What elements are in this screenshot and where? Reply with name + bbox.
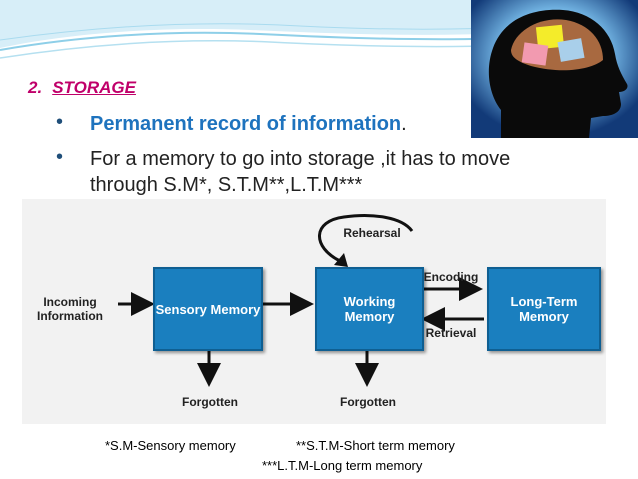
memory-model-diagram: Incoming Information Sensory Memory Work… <box>22 199 606 424</box>
footnote-stm: **S.T.M-Short term memory <box>296 438 455 453</box>
diagram-arrows <box>118 214 484 387</box>
footnote-ltm: ***L.T.M-Long term memory <box>262 458 423 473</box>
heading-title: STORAGE <box>52 78 136 97</box>
bullet-2-clip: • For a memory to go into storage ,it ha… <box>0 0 638 199</box>
bullet-1-suffix: . <box>401 113 407 135</box>
bullet-1: Permanent record of information. <box>90 111 407 137</box>
bullet-marker-1: • <box>56 111 64 133</box>
incoming-label: Incoming Information <box>37 295 103 323</box>
retrieval-label: Retrieval <box>425 326 477 340</box>
long-term-memory-box: Long-Term Memory <box>487 267 601 351</box>
heading-number: 2. <box>28 78 43 97</box>
bullet-2-text: For a memory to go into storage ,it has … <box>90 148 511 196</box>
head-silhouette-image <box>471 0 638 138</box>
footnote-sm: *S.M-Sensory memory <box>105 438 236 453</box>
slide-heading: 2. STORAGE <box>28 78 136 98</box>
rehearsal-loop-arrow <box>318 214 414 263</box>
working-forgotten-label: Forgotten <box>340 395 396 409</box>
encoding-label: Encoding <box>423 270 479 284</box>
sensory-forgotten-label: Forgotten <box>182 395 238 409</box>
working-memory-box: Working Memory <box>315 267 424 351</box>
rehearsal-label: Rehearsal <box>343 226 401 240</box>
sensory-memory-box: Sensory Memory <box>153 267 263 351</box>
bullet-1-text: Permanent record of information <box>90 113 402 135</box>
bullet-marker-2: • <box>56 146 64 168</box>
